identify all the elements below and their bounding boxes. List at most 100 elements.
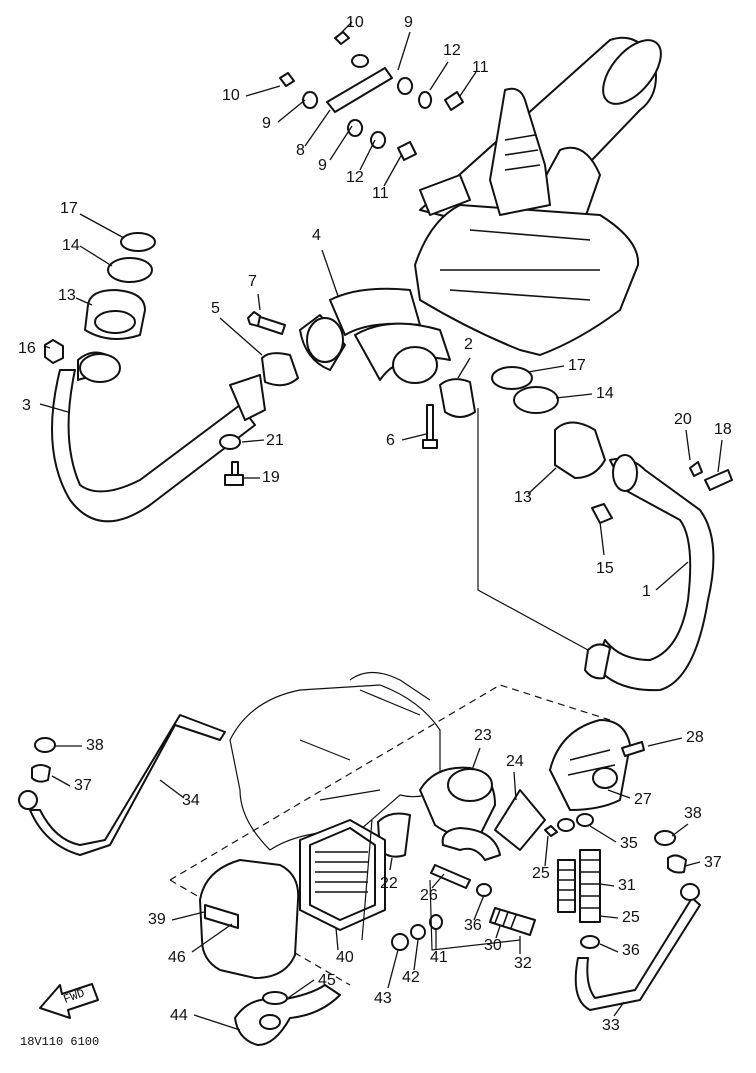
leader-line-c44 <box>193 1014 241 1031</box>
callout-number-8: 8 <box>296 142 305 159</box>
leader-line-c25a <box>544 835 549 867</box>
leader-line-c35 <box>589 825 617 843</box>
leader-line-c37b <box>684 861 701 867</box>
hose-26 <box>430 827 501 889</box>
left-ring-nut-set <box>44 232 156 364</box>
gasket-5 <box>261 352 299 387</box>
callout-number-14: 14 <box>62 237 80 254</box>
callout-number-40: 40 <box>336 949 354 966</box>
leader-line-c2 <box>457 357 471 379</box>
callout-leaders <box>39 21 723 1031</box>
callout-number-23: 23 <box>474 727 492 744</box>
callout-number-17: 17 <box>568 357 586 374</box>
callout-number-5: 5 <box>211 300 220 317</box>
engine-outline <box>169 671 611 986</box>
leader-line-c46 <box>191 923 233 953</box>
leader-line-c20 <box>685 429 691 461</box>
leader-line-c36a <box>473 894 485 921</box>
callout-number-11: 11 <box>372 185 389 202</box>
callout-number-25: 25 <box>622 909 640 926</box>
joint-30-32 <box>476 883 536 936</box>
leader-line-c43 <box>387 949 399 989</box>
callout-number-21: 21 <box>266 432 284 449</box>
callout-number-1: 1 <box>642 583 651 600</box>
hose-31-29 <box>557 849 601 949</box>
callout-number-45: 45 <box>318 972 336 989</box>
leader-line-c11b <box>383 153 403 187</box>
clamps-35 <box>544 813 594 837</box>
leader-line-c27 <box>607 789 631 799</box>
leader-line-c33 <box>613 1001 625 1017</box>
leader-line-c14a <box>79 245 113 267</box>
callout-number-14: 14 <box>596 385 614 402</box>
callout-number-9: 9 <box>404 14 413 31</box>
left-exhaust-pipe <box>51 351 266 523</box>
leader-line-c11a <box>459 71 477 97</box>
bolt-28 <box>621 741 645 757</box>
air-filter-element-40 <box>299 819 386 931</box>
leader-line-c8 <box>304 109 331 147</box>
leader-line-c40 <box>335 927 339 951</box>
leader-line-c18 <box>717 439 723 473</box>
callout-number-10: 10 <box>346 14 364 31</box>
leader-line-c17a <box>79 213 125 239</box>
clamp-38-37-right <box>654 830 700 901</box>
callout-number-37: 37 <box>74 777 92 794</box>
callout-number-7: 7 <box>248 273 257 290</box>
callout-number-33: 33 <box>602 1017 620 1034</box>
callout-number-12: 12 <box>346 169 364 186</box>
leader-line-c12b <box>359 139 376 171</box>
callout-number-11: 11 <box>472 59 489 76</box>
leader-line-c10a <box>335 21 353 39</box>
hanger-hardware <box>279 31 464 161</box>
fwd-label: FWD <box>62 986 87 1007</box>
callout-number-9: 9 <box>262 115 271 132</box>
pipe-link-line <box>477 408 589 651</box>
leader-line-c23 <box>471 747 481 771</box>
bolt-7 <box>247 311 286 335</box>
callout-number-19: 19 <box>262 469 280 486</box>
leader-line-c26 <box>431 873 445 889</box>
callout-number-42: 42 <box>402 969 420 986</box>
callout-number-43: 43 <box>374 990 392 1007</box>
callout-number-9: 9 <box>318 157 327 174</box>
leader-line-c17b <box>527 365 565 373</box>
leader-line-c28 <box>647 737 683 747</box>
right-ring-nut-set <box>491 366 613 524</box>
leader-line-c9b <box>277 99 306 123</box>
leader-line-c22 <box>389 857 393 871</box>
callout-number-12: 12 <box>443 42 461 59</box>
callout-number-17: 17 <box>60 200 78 217</box>
callout-number-28: 28 <box>686 729 704 746</box>
leader-line-c21 <box>241 439 265 443</box>
leader-line-c9a <box>397 31 411 71</box>
leader-line-c24 <box>513 771 517 801</box>
callout-number-31: 31 <box>618 877 636 894</box>
callout-number-38: 38 <box>684 805 702 822</box>
washer-bolt-19-21 <box>219 434 244 486</box>
callout-number-37: 37 <box>704 854 722 871</box>
callout-number-36: 36 <box>464 917 482 934</box>
callout-number-35: 35 <box>620 835 638 852</box>
leader-line-c13a <box>75 297 93 306</box>
reed-valve-27 <box>549 719 631 811</box>
callout-number-3: 3 <box>22 397 31 414</box>
bolt-6 <box>422 404 438 449</box>
leader-line-c16 <box>43 345 51 349</box>
callout-number-22: 22 <box>380 875 398 892</box>
leader-line-c39 <box>171 911 205 921</box>
callout-number-2: 2 <box>464 336 473 353</box>
fasteners-41-42-43 <box>391 914 443 951</box>
leader-line-c25b <box>599 915 619 919</box>
callout-number-25: 25 <box>532 865 550 882</box>
front-direction-arrow: FWD <box>39 983 99 1019</box>
leader-line-c31 <box>599 883 615 887</box>
leader-line-c5 <box>219 317 263 356</box>
callout-number-6: 6 <box>386 432 395 449</box>
diagram-code: 18V110 6100 <box>20 1035 99 1049</box>
leader-line-c38b <box>671 823 689 837</box>
callout-number-24: 24 <box>506 753 524 770</box>
leader-line-c14b <box>555 393 593 399</box>
hose-34 <box>29 714 226 856</box>
callout-number-27: 27 <box>634 791 652 808</box>
